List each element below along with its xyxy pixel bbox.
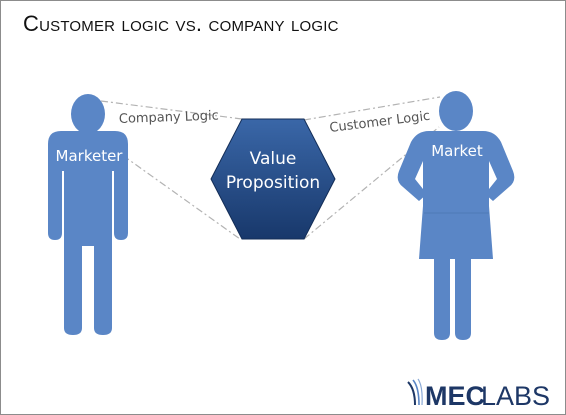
marketer-body — [48, 131, 128, 335]
value-proposition-hexagon: Value Proposition — [210, 118, 336, 240]
marketer-label: Marketer — [56, 147, 124, 165]
logo-text-light: LABS — [481, 381, 550, 409]
slide-title: Customer logic vs. company logic — [23, 11, 339, 36]
logo-text-bold: MEC — [425, 381, 485, 409]
market-head — [439, 91, 473, 131]
market-label: Market — [431, 142, 483, 160]
company-logic-label: Company Logic — [119, 109, 219, 127]
hexagon-label-line1: Value — [250, 149, 297, 169]
connector-left-top — [100, 100, 243, 120]
marketer-figure — [48, 94, 128, 335]
logo-mark-icon — [407, 378, 423, 406]
connector-left-bottom — [110, 146, 241, 240]
market-body — [397, 131, 515, 340]
hexagon-label-line2: Proposition — [226, 173, 320, 193]
hexagon-shape — [210, 118, 336, 240]
meclabs-logo: MEC LABS — [407, 378, 550, 409]
market-figure — [397, 91, 515, 340]
marketer-head — [71, 94, 105, 134]
